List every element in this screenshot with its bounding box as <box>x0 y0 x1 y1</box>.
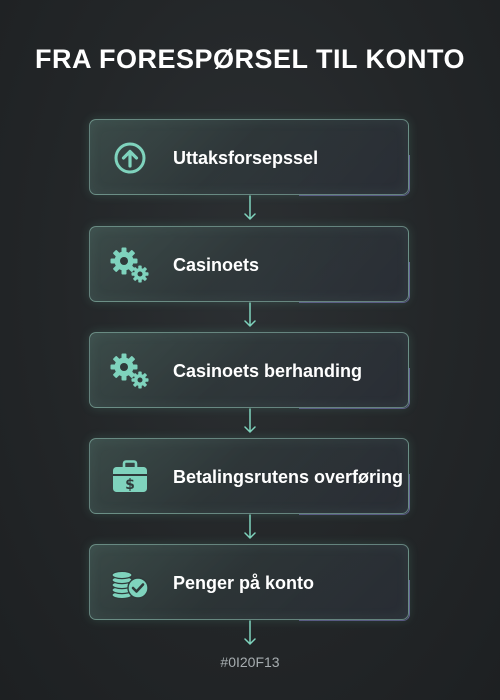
arrow-down-connector <box>244 408 256 433</box>
svg-text:$: $ <box>125 477 135 493</box>
coins-check-icon <box>111 570 149 600</box>
arrow-down-connector <box>244 514 256 539</box>
step-label: Betalingsrutens overføring <box>173 467 404 487</box>
gears-icon <box>110 247 149 283</box>
step-label: Penger på konto <box>173 573 315 593</box>
gears-icon <box>110 353 149 389</box>
briefcase-dollar-icon: $ <box>113 460 147 493</box>
diagram-title: FRA FORESPØRSEL TIL KONTO <box>34 44 466 74</box>
step-label: Casinoets <box>173 255 260 275</box>
step-label: Casinoets berhanding <box>173 361 363 381</box>
arrow-down-connector <box>244 620 256 645</box>
arrow-down-connector <box>244 302 256 327</box>
step-label: Uttaksforsepssel <box>173 148 319 168</box>
step-casino: Casinoets <box>89 226 410 303</box>
step-payment-transfer: $ Betalingsrutens overføring <box>89 438 410 515</box>
arrow-down-connector <box>244 195 256 220</box>
arrow-up-circle-icon <box>114 142 146 174</box>
step-money-in-account: Penger på konto <box>89 544 410 621</box>
step-casino-processing: Casinoets berhanding <box>89 332 410 409</box>
footer-code: #0I20F13 <box>220 654 280 670</box>
step-request: Uttaksforsepssel <box>89 119 410 196</box>
